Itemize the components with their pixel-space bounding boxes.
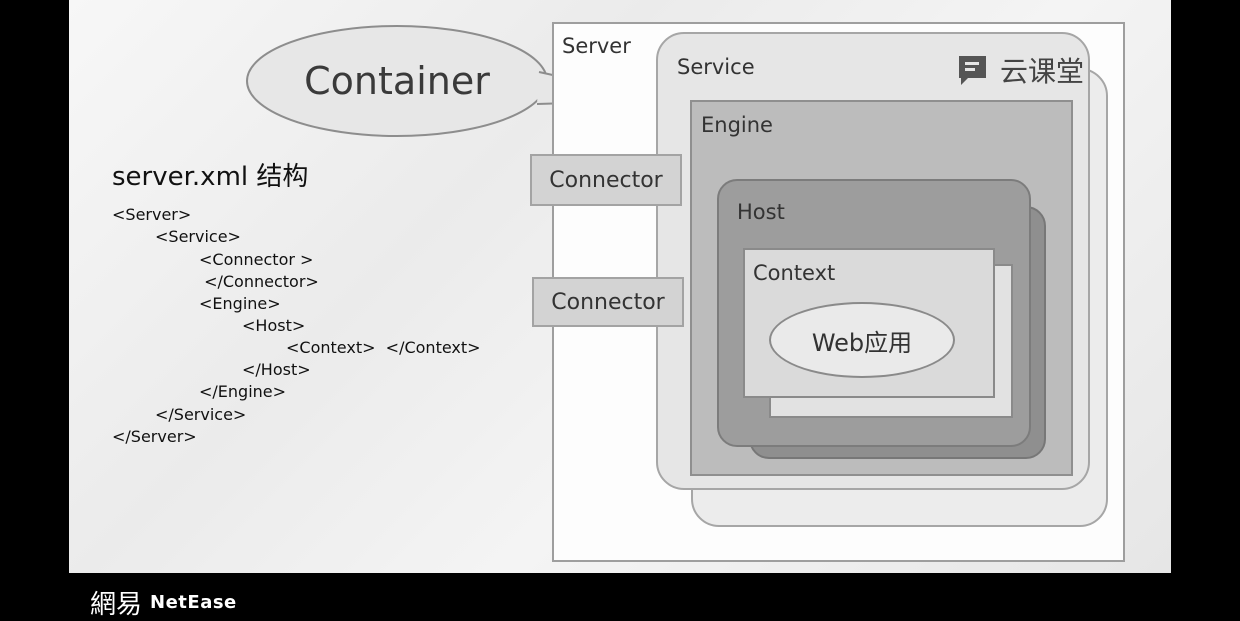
service-label: Service — [677, 55, 755, 79]
netease-logo: 網易 NetEase — [90, 584, 237, 621]
yunketang-watermark: 云课堂 — [956, 52, 1084, 88]
chat-bubble-icon — [959, 56, 986, 85]
slide: Container server.xml 结构 <Server> <Servic… — [69, 0, 1171, 573]
xml-line: <Context> </Context> — [286, 338, 481, 357]
xml-line: </Engine> — [199, 382, 287, 401]
xml-line: <Server> — [112, 205, 192, 224]
xml-line: </Connector> — [199, 272, 319, 291]
connector-box-2: Connector — [532, 277, 684, 327]
xml-line: </Host> — [242, 360, 311, 379]
xml-line: <Engine> — [199, 294, 281, 313]
netease-logo-cn: 網易 — [90, 590, 143, 620]
watermark-text: 云课堂 — [1000, 55, 1085, 88]
callout-label: Container — [304, 59, 490, 103]
server-label: Server — [562, 34, 631, 58]
xml-line: <Host> — [242, 316, 306, 335]
engine-label: Engine — [701, 113, 773, 137]
netease-logo-en: NetEase — [150, 592, 237, 613]
host-label: Host — [737, 200, 785, 224]
xml-line: </Server> — [112, 427, 197, 446]
xml-line: <Service> — [155, 227, 241, 246]
connector-box-1: Connector — [530, 154, 682, 206]
context-label: Context — [753, 261, 836, 285]
xml-line: </Service> — [155, 405, 247, 424]
webapp-ellipse: Web应用 — [769, 302, 955, 378]
xml-title: server.xml 结构 — [112, 162, 309, 192]
xml-line: <Connector > — [199, 250, 314, 269]
